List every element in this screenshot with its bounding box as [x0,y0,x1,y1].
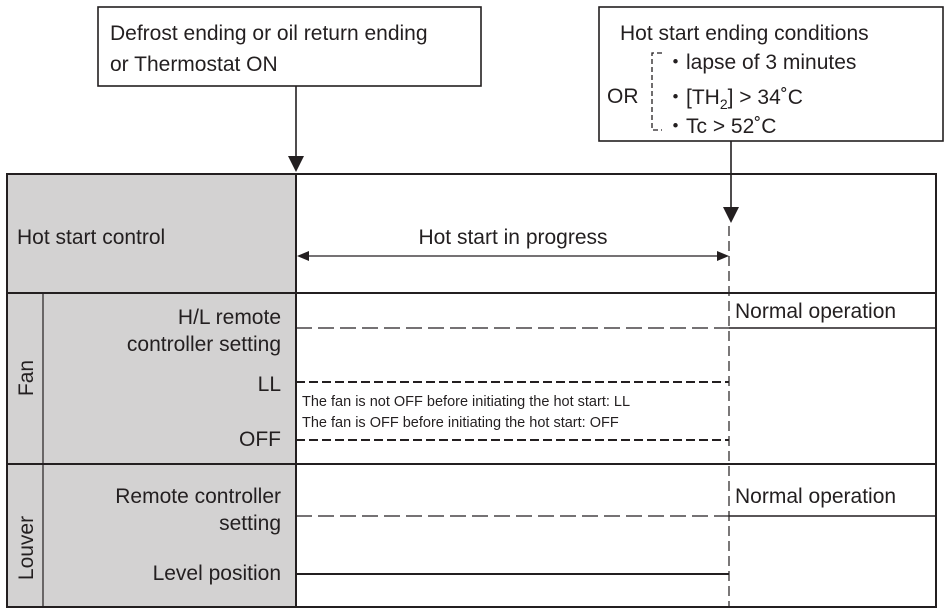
callout-right-or-label: OR [607,85,639,108]
hot-start-control-label: Hot start control [17,226,165,249]
louver-normal-operation-label: Normal operation [735,485,896,508]
fan-note-line2: The fan is OFF before initiating the hot… [302,415,619,431]
callout-right-box [598,6,944,142]
louver-setting-label-2: setting [219,512,281,535]
hot-start-label-cell [7,174,296,293]
louver-setting-label-1: Remote controller [115,485,281,508]
callout-left-line2: or Thermostat ON [110,53,278,76]
fan-setting-label-1: H/L remote [178,306,281,329]
callout-right-title: Hot start ending conditions [620,22,869,45]
fan-note-line1: The fan is not OFF before initiating the… [302,394,630,410]
callout-left-box [97,6,482,87]
table-frame [6,173,937,608]
fan-group-label: Fan [15,360,38,396]
fan-group-cell [7,293,43,464]
fan-settings-cell [43,293,296,464]
louver-group-cell [7,464,43,607]
hot-start-in-progress-label: Hot start in progress [418,226,607,249]
condition-3: ・Tc > 52˚C [665,115,776,138]
fan-normal-operation-label: Normal operation [735,300,896,323]
fan-setting-label-2: controller setting [127,333,281,356]
hot-start-arrow-right [717,251,729,261]
louver-settings-cell [43,464,296,607]
callout-left-arrowhead [288,156,304,172]
fan-off-label: OFF [239,428,281,451]
condition-2: ・[TH2] > 34˚C [665,86,803,112]
louver-level-label: Level position [153,562,281,585]
fan-ll-label: LL [258,373,281,396]
condition-1: ・lapse of 3 minutes [665,51,856,74]
callout-right-bracket [651,52,662,131]
louver-group-label: Louver [15,516,38,580]
hot-start-arrow-left [297,251,309,261]
callout-right-arrowhead [723,207,739,223]
callout-left-line1: Defrost ending or oil return ending [110,22,428,45]
